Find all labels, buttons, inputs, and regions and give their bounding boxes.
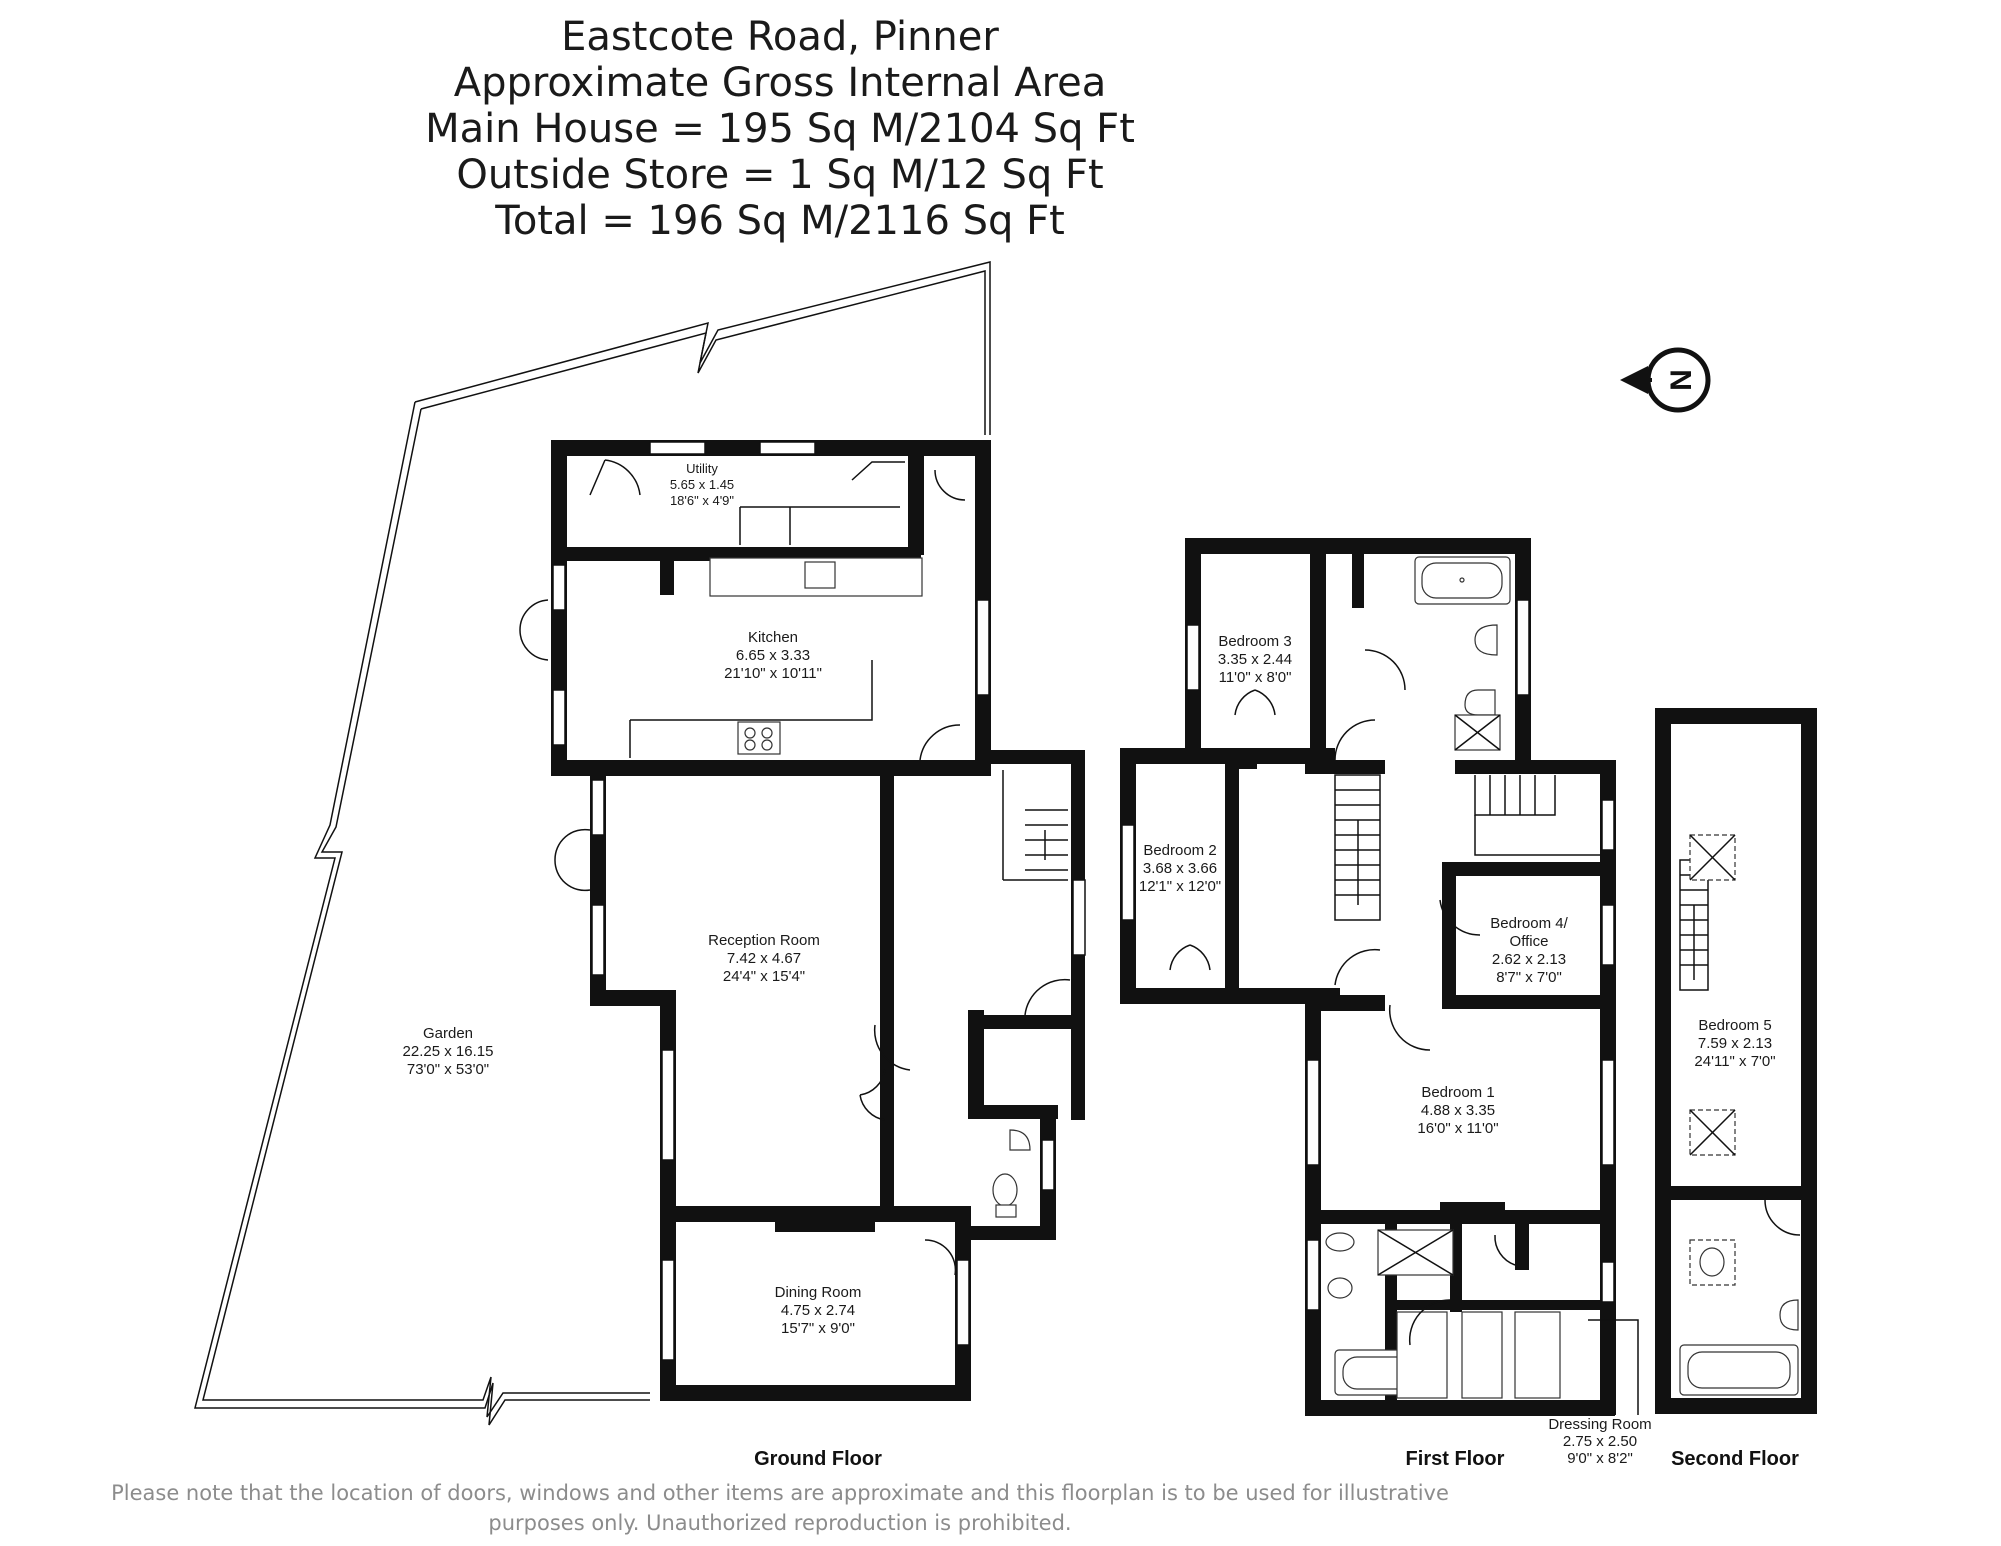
first-floor-doors — [1169, 649, 1516, 1346]
compass-letter: N — [1665, 369, 1698, 391]
bedroom2-name: Bedroom 2 — [1143, 842, 1216, 859]
kitchen-metric: 6.65 x 3.33 — [736, 647, 810, 664]
disclaimer-line2: purposes only. Unauthorized reproduction… — [488, 1511, 1072, 1535]
dressing-imperial: 9'0" x 8'2" — [1567, 1450, 1633, 1467]
utility-metric: 5.65 x 1.45 — [670, 477, 734, 492]
dressing-room-pointer — [1588, 1319, 1639, 1415]
bedroom4-metric: 2.62 x 2.13 — [1492, 951, 1566, 968]
garden-metric: 22.25 x 16.15 — [403, 1043, 494, 1060]
kitchen-name: Kitchen — [748, 629, 798, 646]
bedroom4-name-line2: Office — [1510, 933, 1549, 950]
dining-metric: 4.75 x 2.74 — [781, 1302, 855, 1319]
utility-imperial: 18'6" x 4'9" — [670, 493, 734, 508]
property-address: Eastcote Road, Pinner — [561, 14, 999, 60]
second-floor-door — [1764, 1199, 1801, 1236]
ground-floor-windows — [552, 441, 1086, 1361]
bedroom4-name-line1: Bedroom 4/ — [1490, 915, 1568, 932]
reception-metric: 7.42 x 4.67 — [727, 950, 801, 967]
disclaimer: Please note that the location of doors, … — [0, 1478, 1560, 1538]
bedroom3-metric: 3.35 x 2.44 — [1218, 651, 1292, 668]
second-floor-walls — [1655, 708, 1817, 1414]
main-house-area: Main House = 195 Sq M/2104 Sq Ft — [425, 106, 1135, 152]
bedroom2-imperial: 12'1" x 12'0" — [1139, 878, 1221, 895]
second-floor-label: Second Floor — [1671, 1448, 1799, 1470]
garden-name: Garden — [423, 1025, 473, 1042]
first-floor-label: First Floor — [1406, 1448, 1505, 1470]
first-floor-windows — [1121, 599, 1615, 1311]
second-floor-fixtures — [1679, 834, 1799, 1396]
bedroom1-name: Bedroom 1 — [1421, 1084, 1494, 1101]
header-block: Eastcote Road, Pinner Approximate Gross … — [0, 14, 1560, 244]
dining-imperial: 15'7" x 9'0" — [781, 1320, 855, 1337]
reception-imperial: 24'4" x 15'4" — [723, 968, 805, 985]
first-floor-fixtures — [1325, 556, 1600, 1399]
bedroom2-metric: 3.68 x 3.66 — [1143, 860, 1217, 877]
ground-floor-doors — [519, 459, 1071, 1276]
dressing-metric: 2.75 x 2.50 — [1563, 1433, 1637, 1450]
outside-store-area: Outside Store = 1 Sq M/12 Sq Ft — [456, 152, 1104, 198]
garden-outline — [194, 261, 991, 1426]
bedroom1-imperial: 16'0" x 11'0" — [1417, 1120, 1498, 1137]
disclaimer-line1: Please note that the location of doors, … — [111, 1481, 1449, 1505]
bedroom3-imperial: 11'0" x 8'0" — [1219, 669, 1292, 686]
area-heading: Approximate Gross Internal Area — [453, 60, 1107, 106]
total-area: Total = 196 Sq M/2116 Sq Ft — [495, 198, 1065, 244]
ground-floor-fixtures — [629, 461, 1068, 1218]
garden-imperial: 73'0" x 53'0" — [407, 1061, 489, 1078]
bedroom3-name: Bedroom 3 — [1218, 633, 1291, 650]
utility-name: Utility — [686, 461, 718, 476]
dressing-name: Dressing Room — [1548, 1416, 1651, 1433]
reception-name: Reception Room — [708, 932, 820, 949]
bedroom5-imperial: 24'11" x 7'0" — [1694, 1053, 1775, 1070]
kitchen-imperial: 21'10" x 10'11" — [724, 665, 822, 682]
ground-floor-label: Ground Floor — [754, 1448, 882, 1470]
bedroom4-imperial: 8'7" x 7'0" — [1496, 969, 1562, 986]
bedroom5-name: Bedroom 5 — [1698, 1017, 1771, 1034]
north-compass-icon: N — [1620, 347, 1711, 413]
bedroom5-metric: 7.59 x 2.13 — [1698, 1035, 1772, 1052]
dining-name: Dining Room — [775, 1284, 862, 1301]
bedroom1-metric: 4.88 x 3.35 — [1421, 1102, 1495, 1119]
